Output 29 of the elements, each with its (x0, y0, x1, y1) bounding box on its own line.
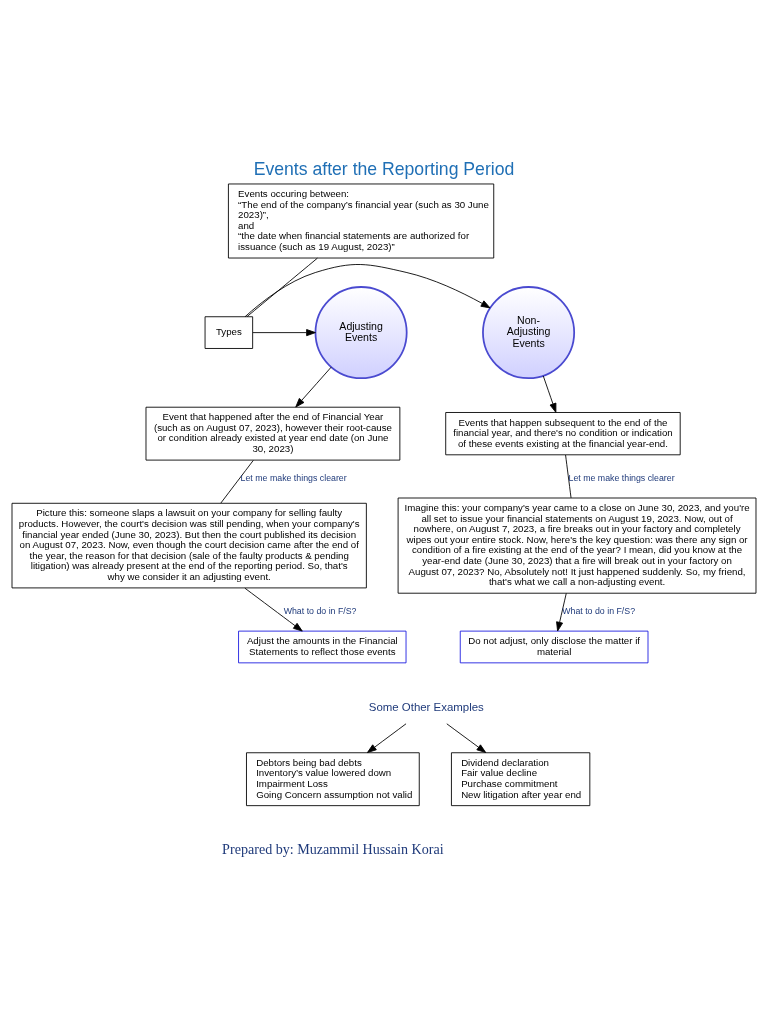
arrow (446, 723, 487, 753)
node-box: Events occuring between: “The end of the company’s financial year (such as 30 June 2023)”, and “the date when financial statements are authorized for issuance (such as 19 August, 2023)” (227, 183, 495, 259)
node-box: Debtors being bad debts Inventory’s value lowered down Impairment Loss Going Concern assumption not valid (246, 752, 420, 807)
edge-label: What to do in F/S? (283, 606, 357, 617)
edge-label: What to do in F/S? (562, 606, 636, 617)
connector (246, 257, 318, 318)
label: Prepared by: Muzammil Hussain Korai (222, 840, 444, 857)
node-circle: Adjusting Events (314, 286, 408, 380)
diagram-title: Events after the Reporting Period (253, 159, 515, 180)
connector (565, 454, 572, 499)
arrow (295, 366, 332, 408)
connector (220, 459, 254, 504)
arrow (244, 264, 491, 318)
node-box: Dividend declaration Fair value decline Purchase commitment New litigation after year end (451, 752, 591, 807)
edge-label: Let me make things clearer (240, 473, 347, 484)
node-box: Types (204, 316, 254, 349)
arrow (556, 592, 567, 632)
arrow (244, 587, 303, 632)
node-box: Picture this: someone slaps a lawsuit on your company for selling faulty products. However, the court's decision was still pending, when your company's financial year ended (June 30, 2023). But then the court published its decision on August 07, 2023. Now, even though the court decision came after the end of the year, the reason for that decision (sale of the faulty products & pending litigation) was already present at the end of the reporting period. So, that's why we consider it an adjusting event. (11, 502, 367, 589)
arrow (367, 723, 407, 753)
node-box: Do not adjust, only disclose the matter if material (459, 630, 649, 664)
arrow (252, 329, 316, 337)
node-text: Some Other Examples (368, 700, 484, 713)
node-box: Imagine this: your company's year came to a close on June 30, 2023, and you're all set to issue your financial statements on August 19, 2023. Now, out of nowhere, on August 7, 2023, a fire breaks out in your factory and completely wipes out your entire stock. Now, here's the key question: was there any sign or condition of a fire existing at the end of the year? I mean, did you know at the year-end date (June 30, 2023) that a fire will break out in your factory on August 07, 2023? No, Absolutely not! It just happened suddenly. So, my friend, that's what we call a non-adjusting event. (397, 497, 757, 594)
arrow (542, 375, 557, 413)
node-box: Adjust the amounts in the Financial Statements to reflect those events (238, 630, 407, 664)
edge-label: Let me make things clearer (568, 473, 675, 484)
node-box: Events that happen subsequent to the end of the financial year, and there's no condition or indication of these events existing at the financial year-end. (445, 412, 681, 456)
node-box: Event that happened after the end of Financial Year (such as on August 07, 2023), however their root-cause or condition already existed at year end date (on June 30, 2023) (145, 406, 401, 461)
